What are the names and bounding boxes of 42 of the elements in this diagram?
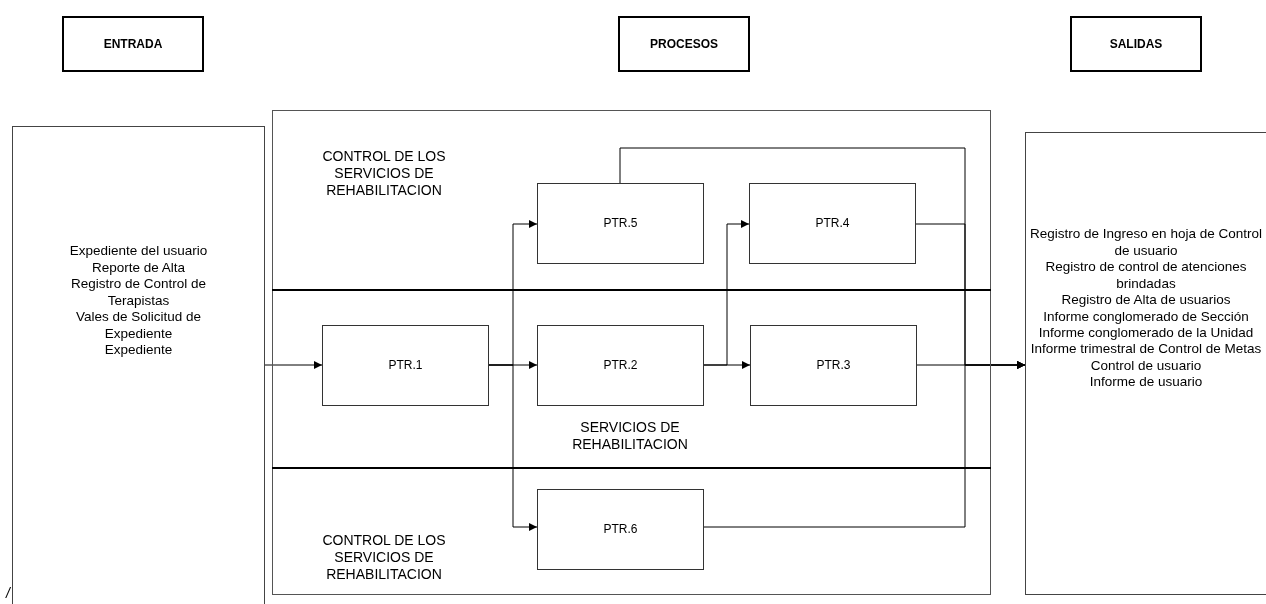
list-item: Reporte de Alta (91, 259, 186, 277)
column-header-box (62, 16, 204, 72)
list-item: Informe trimestral de Control de Metas (1030, 341, 1262, 358)
list-item: Vales de Solicitud de Expediente (74, 309, 203, 343)
column-title: ENTRADA (103, 36, 163, 52)
process-label: PTR.6 (603, 522, 638, 537)
process-label: PTR.4 (815, 216, 850, 231)
process-box (537, 325, 704, 406)
process-box (749, 183, 916, 264)
list-item: Informe de usuario (1089, 374, 1203, 391)
process-box (750, 325, 917, 406)
arrow (703, 361, 1026, 528)
list-item: Expediente (104, 342, 173, 359)
process-label: PTR.5 (603, 216, 638, 231)
process-label: PTR.2 (603, 358, 638, 373)
column-header-box (1070, 16, 1202, 72)
process-frame (272, 110, 991, 595)
list-item: Registro de control de atenciones brindadas (1044, 259, 1248, 293)
process-label: PTR.1 (388, 358, 423, 373)
column-title: PROCESOS (650, 36, 718, 52)
arrow (264, 361, 323, 369)
process-box (322, 325, 489, 406)
process-box (537, 183, 704, 264)
lane-label: CONTROL DE LOS SERVICIOS DE REHABILITACION (321, 148, 447, 200)
list-item: Registro de Control de Terapistas (69, 276, 208, 310)
output-list-box (1025, 132, 1266, 595)
list-item: Informe conglomerado de la Unidad (1038, 324, 1254, 342)
column-title: SALIDAS (1109, 36, 1163, 52)
input-list-box (12, 126, 265, 604)
list-item: Control de usuario (1090, 357, 1202, 375)
process-label: PTR.3 (816, 358, 851, 373)
list-item: Registro de Alta de usuarios (1061, 292, 1231, 309)
arrow (488, 364, 538, 531)
list-item: Expediente del usuario (69, 243, 208, 260)
column-header-box (618, 16, 750, 72)
lane-label: SERVICIOS DE REHABILITACION (571, 419, 689, 454)
list-item: Informe conglomerado de Sección (1043, 308, 1249, 325)
note-mark: / (6, 585, 10, 601)
lane-label: CONTROL DE LOS SERVICIOS DE REHABILITACION (321, 531, 447, 583)
arrow (703, 220, 750, 366)
process-box (537, 489, 704, 570)
list-item: Registro de Ingreso en hoja de Control de usuario (1029, 226, 1263, 260)
